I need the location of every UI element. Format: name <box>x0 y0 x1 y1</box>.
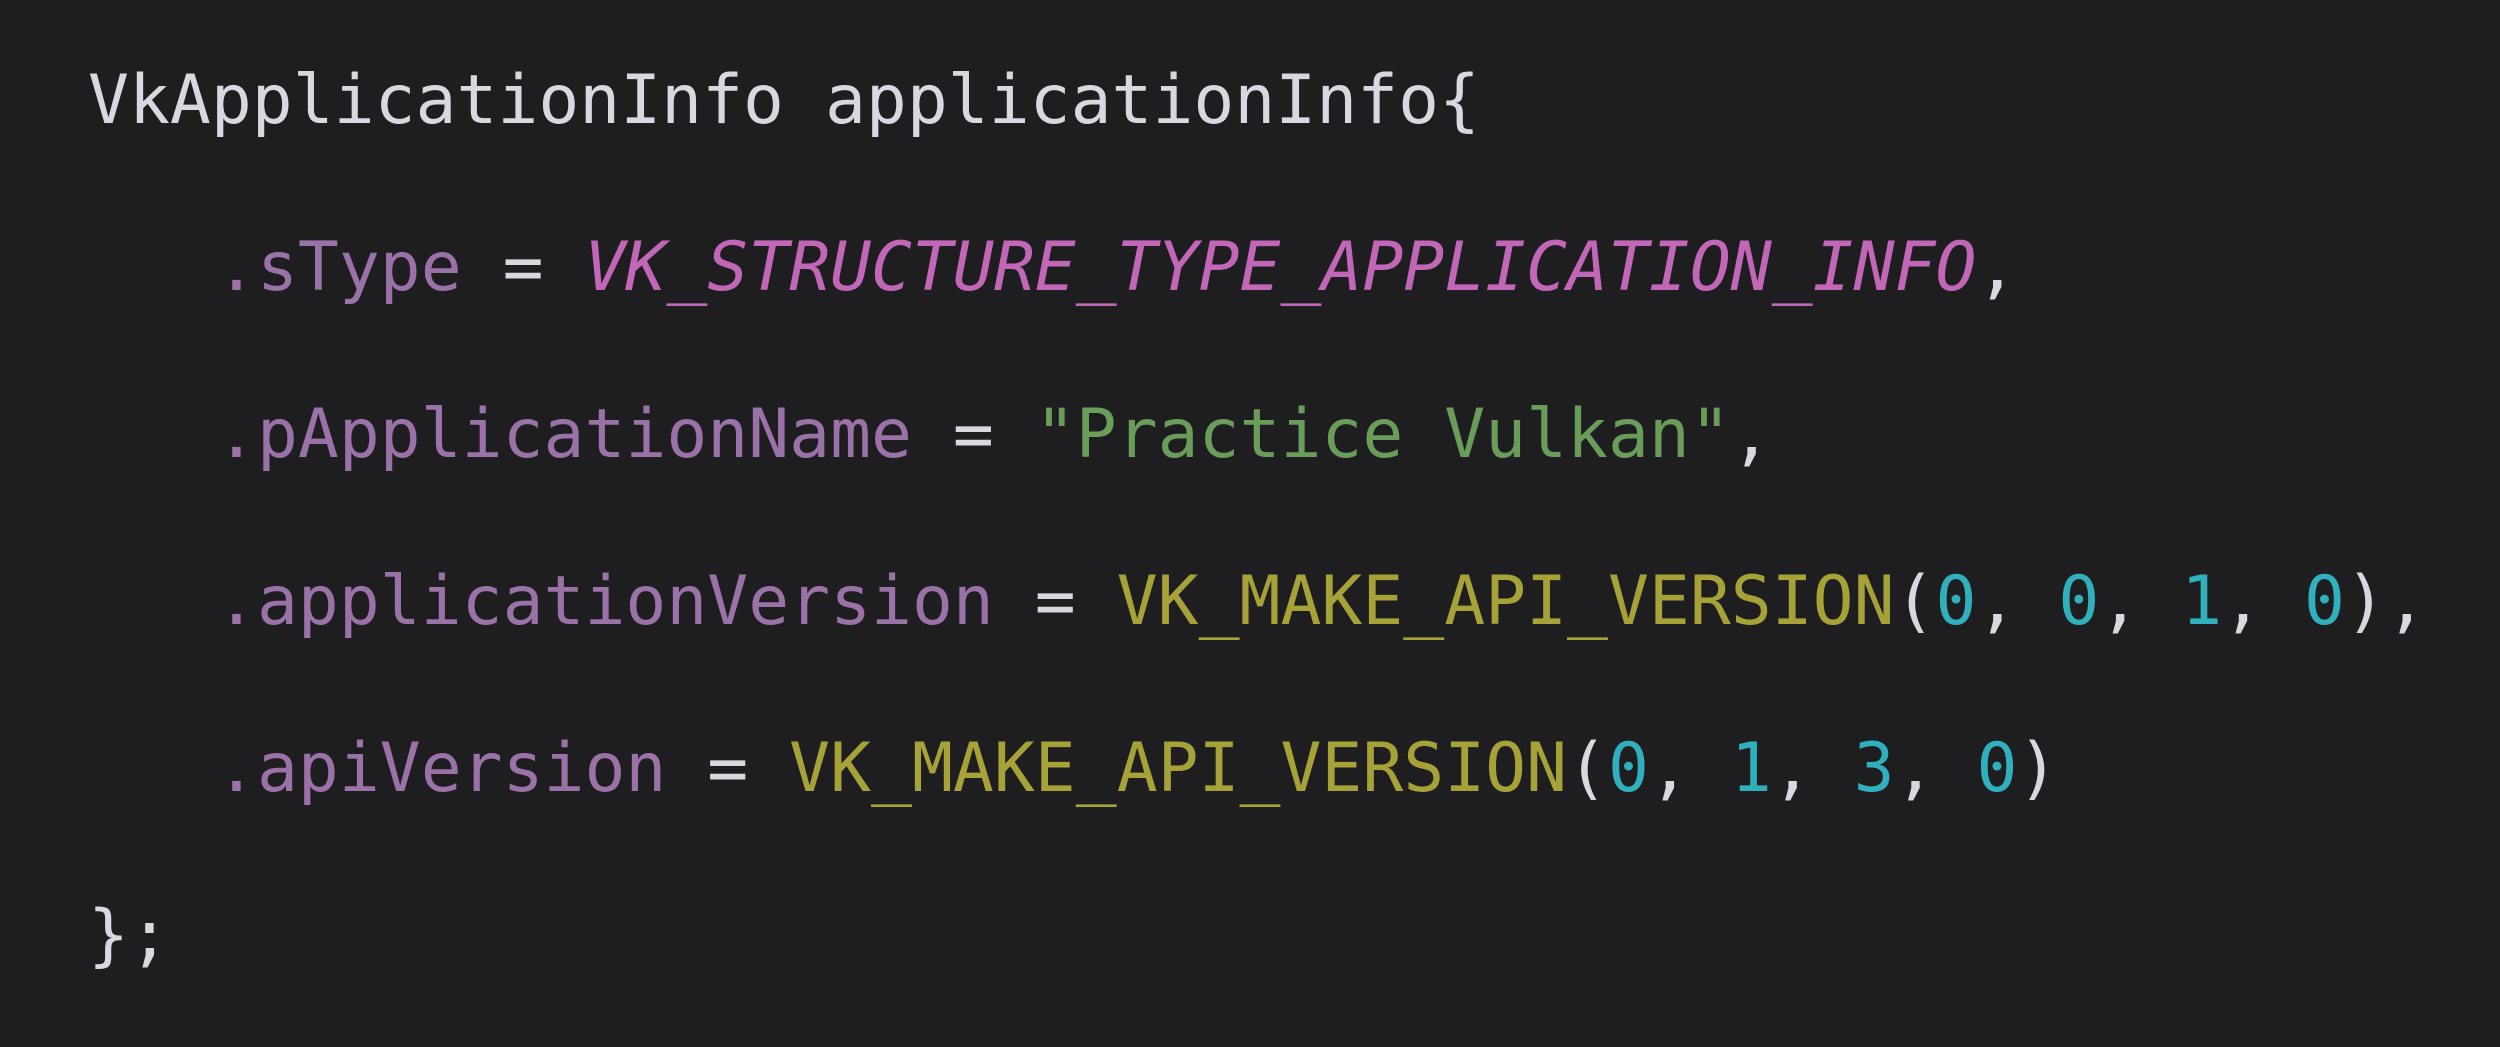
code-line-3: .pApplicationName = "Practice Vulkan", <box>88 390 1772 480</box>
member-applicationversion: .applicationVersion <box>216 562 994 641</box>
string-literal: "Practice Vulkan" <box>1034 395 1731 474</box>
member-stype: .sType <box>216 228 462 307</box>
variable-name: applicationInfo <box>824 61 1440 140</box>
enum-value: VK_STRUCTURE_TYPE_APPLICATION_INFO <box>584 228 1977 307</box>
close-paren: ) <box>2017 729 2059 808</box>
assign-operator: = <box>666 729 790 808</box>
open-brace: { <box>1439 61 1480 140</box>
code-line-4: .applicationVersion = VK_MAKE_API_VERSIO… <box>216 562 2427 641</box>
open-paren: ( <box>1894 562 1936 641</box>
number-arg: 0 <box>2304 562 2345 641</box>
comma: , <box>1976 228 2018 307</box>
open-paren: ( <box>1567 729 1608 808</box>
code-line-5: .apiVersion = VK_MAKE_API_VERSION(0, 1, … <box>216 729 2059 808</box>
number-arg: 1 <box>2181 562 2223 641</box>
member-papplicationname: .pApplicationName <box>216 395 912 474</box>
macro-call: VK_MAKE_API_VERSION <box>789 729 1568 808</box>
close-paren: ), <box>2344 562 2427 641</box>
code-line-2: .sType = VK_STRUCTURE_TYPE_APPLICATION_I… <box>88 223 2017 313</box>
number-arg: 3 <box>1853 729 1895 808</box>
assign-operator: = <box>461 228 585 307</box>
comma: , <box>1730 395 1772 474</box>
member-apiversion: .apiVersion <box>216 729 667 808</box>
code-line-6: }; <box>88 891 170 981</box>
macro-call: VK_MAKE_API_VERSION <box>1116 562 1895 641</box>
number-arg: 0 <box>1976 729 2018 808</box>
code-line-1: VkApplicationInfo applicationInfo{ <box>88 56 1480 146</box>
number-arg: 0 <box>1935 562 1977 641</box>
close-brace: }; <box>88 896 170 975</box>
number-arg: 0 <box>2058 562 2100 641</box>
assign-operator: = <box>911 395 1035 474</box>
number-arg: 0 <box>1607 729 1649 808</box>
type-name: VkApplicationInfo <box>88 61 784 140</box>
assign-operator: = <box>993 562 1117 641</box>
number-arg: 1 <box>1730 729 1772 808</box>
